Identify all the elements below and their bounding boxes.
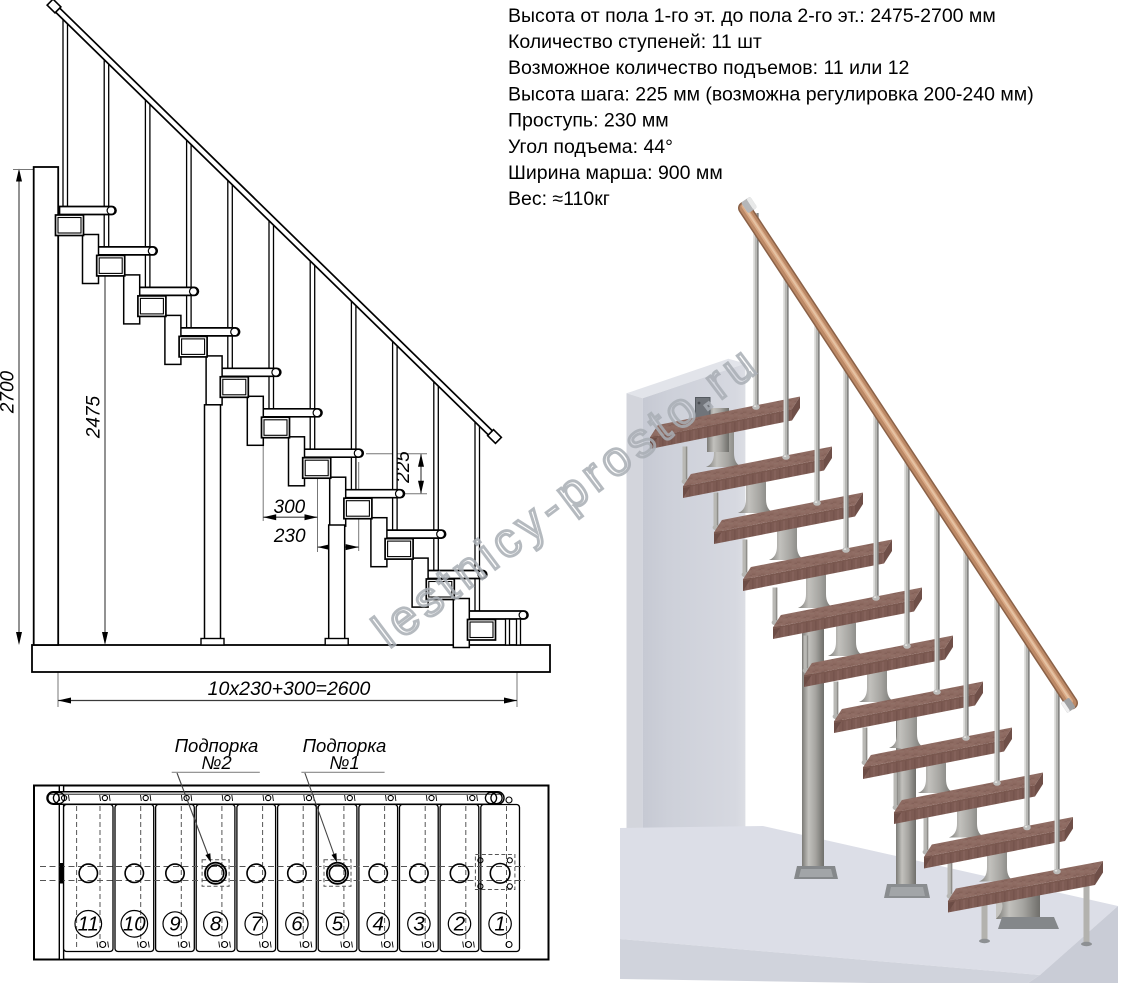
svg-text:10: 10: [123, 913, 146, 936]
svg-text:3: 3: [413, 913, 425, 936]
svg-text:Подпорка: Подпорка: [303, 735, 387, 756]
svg-text:1: 1: [494, 913, 505, 936]
svg-text:2700: 2700: [0, 370, 19, 414]
svg-text:Проступь: 230 мм: Проступь: 230 мм: [508, 110, 669, 132]
svg-text:Количество ступеней: 11 шт: Количество ступеней: 11 шт: [508, 31, 762, 53]
svg-text:№2: №2: [201, 752, 232, 773]
svg-text:5: 5: [332, 913, 344, 936]
svg-text:Возможное количество подъемов:: Возможное количество подъемов: 11 или 12: [508, 57, 909, 79]
svg-text:2475: 2475: [84, 395, 105, 439]
svg-text:11: 11: [78, 913, 99, 936]
svg-text:Высота от пола 1-го эт. до пол: Высота от пола 1-го эт. до пола 2-го эт.…: [508, 5, 996, 27]
svg-text:Угол подъема: 44°: Угол подъема: 44°: [508, 136, 673, 158]
svg-text:2: 2: [453, 913, 466, 936]
svg-text:9: 9: [169, 913, 180, 936]
svg-text:7: 7: [250, 913, 263, 936]
svg-text:Ширина марша: 900 мм: Ширина марша: 900 мм: [508, 162, 723, 184]
svg-text:Высота шага: 225 мм (возможна: Высота шага: 225 мм (возможна регулировк…: [508, 83, 1034, 105]
svg-text:300: 300: [274, 497, 306, 518]
svg-text:4: 4: [372, 913, 383, 936]
svg-text:№1: №1: [329, 752, 359, 773]
svg-text:6: 6: [291, 913, 303, 936]
svg-text:230: 230: [273, 526, 306, 547]
svg-text:Вес: ≈110кг: Вес: ≈110кг: [508, 188, 610, 210]
svg-text:8: 8: [210, 913, 222, 936]
svg-text:Подпорка: Подпорка: [175, 735, 259, 756]
svg-text:225: 225: [393, 451, 414, 484]
svg-text:10x230+300=2600: 10x230+300=2600: [208, 678, 371, 700]
